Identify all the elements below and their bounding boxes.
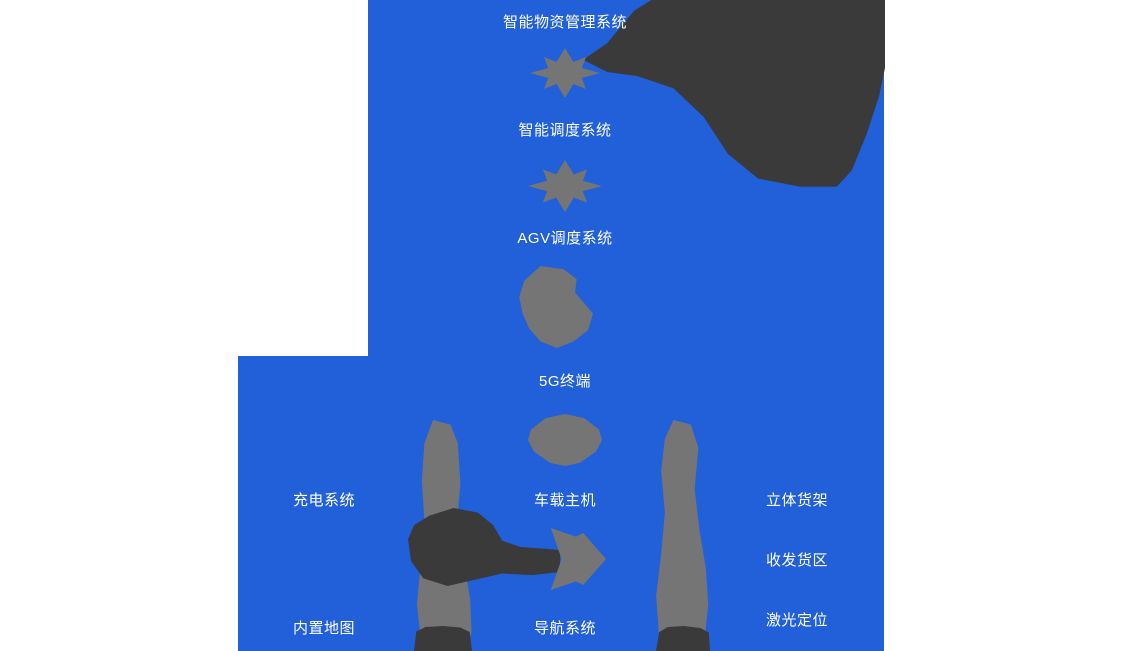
label-laser-positioning: 激光定位 xyxy=(765,612,829,629)
label-stereoscopic-shelf: 立体货架 xyxy=(765,492,829,509)
label-receiving-shipping-area: 收发货区 xyxy=(765,552,829,569)
label-built-in-map: 内置地图 xyxy=(292,620,356,637)
label-smart-dispatch-system: 智能调度系统 xyxy=(518,122,612,139)
label-vehicle-host: 车载主机 xyxy=(533,492,597,509)
label-5g-terminal: 5G终端 xyxy=(538,373,592,390)
label-smart-material-management-system: 智能物资管理系统 xyxy=(502,14,628,31)
label-navigation-system: 导航系统 xyxy=(533,620,597,637)
label-charging-system: 充电系统 xyxy=(292,492,356,509)
label-agv-dispatch-system: AGV调度系统 xyxy=(517,230,613,247)
column-shape-left-base xyxy=(414,626,472,651)
column-shape-right-base xyxy=(656,626,710,651)
background-panel-bottom xyxy=(238,356,884,651)
